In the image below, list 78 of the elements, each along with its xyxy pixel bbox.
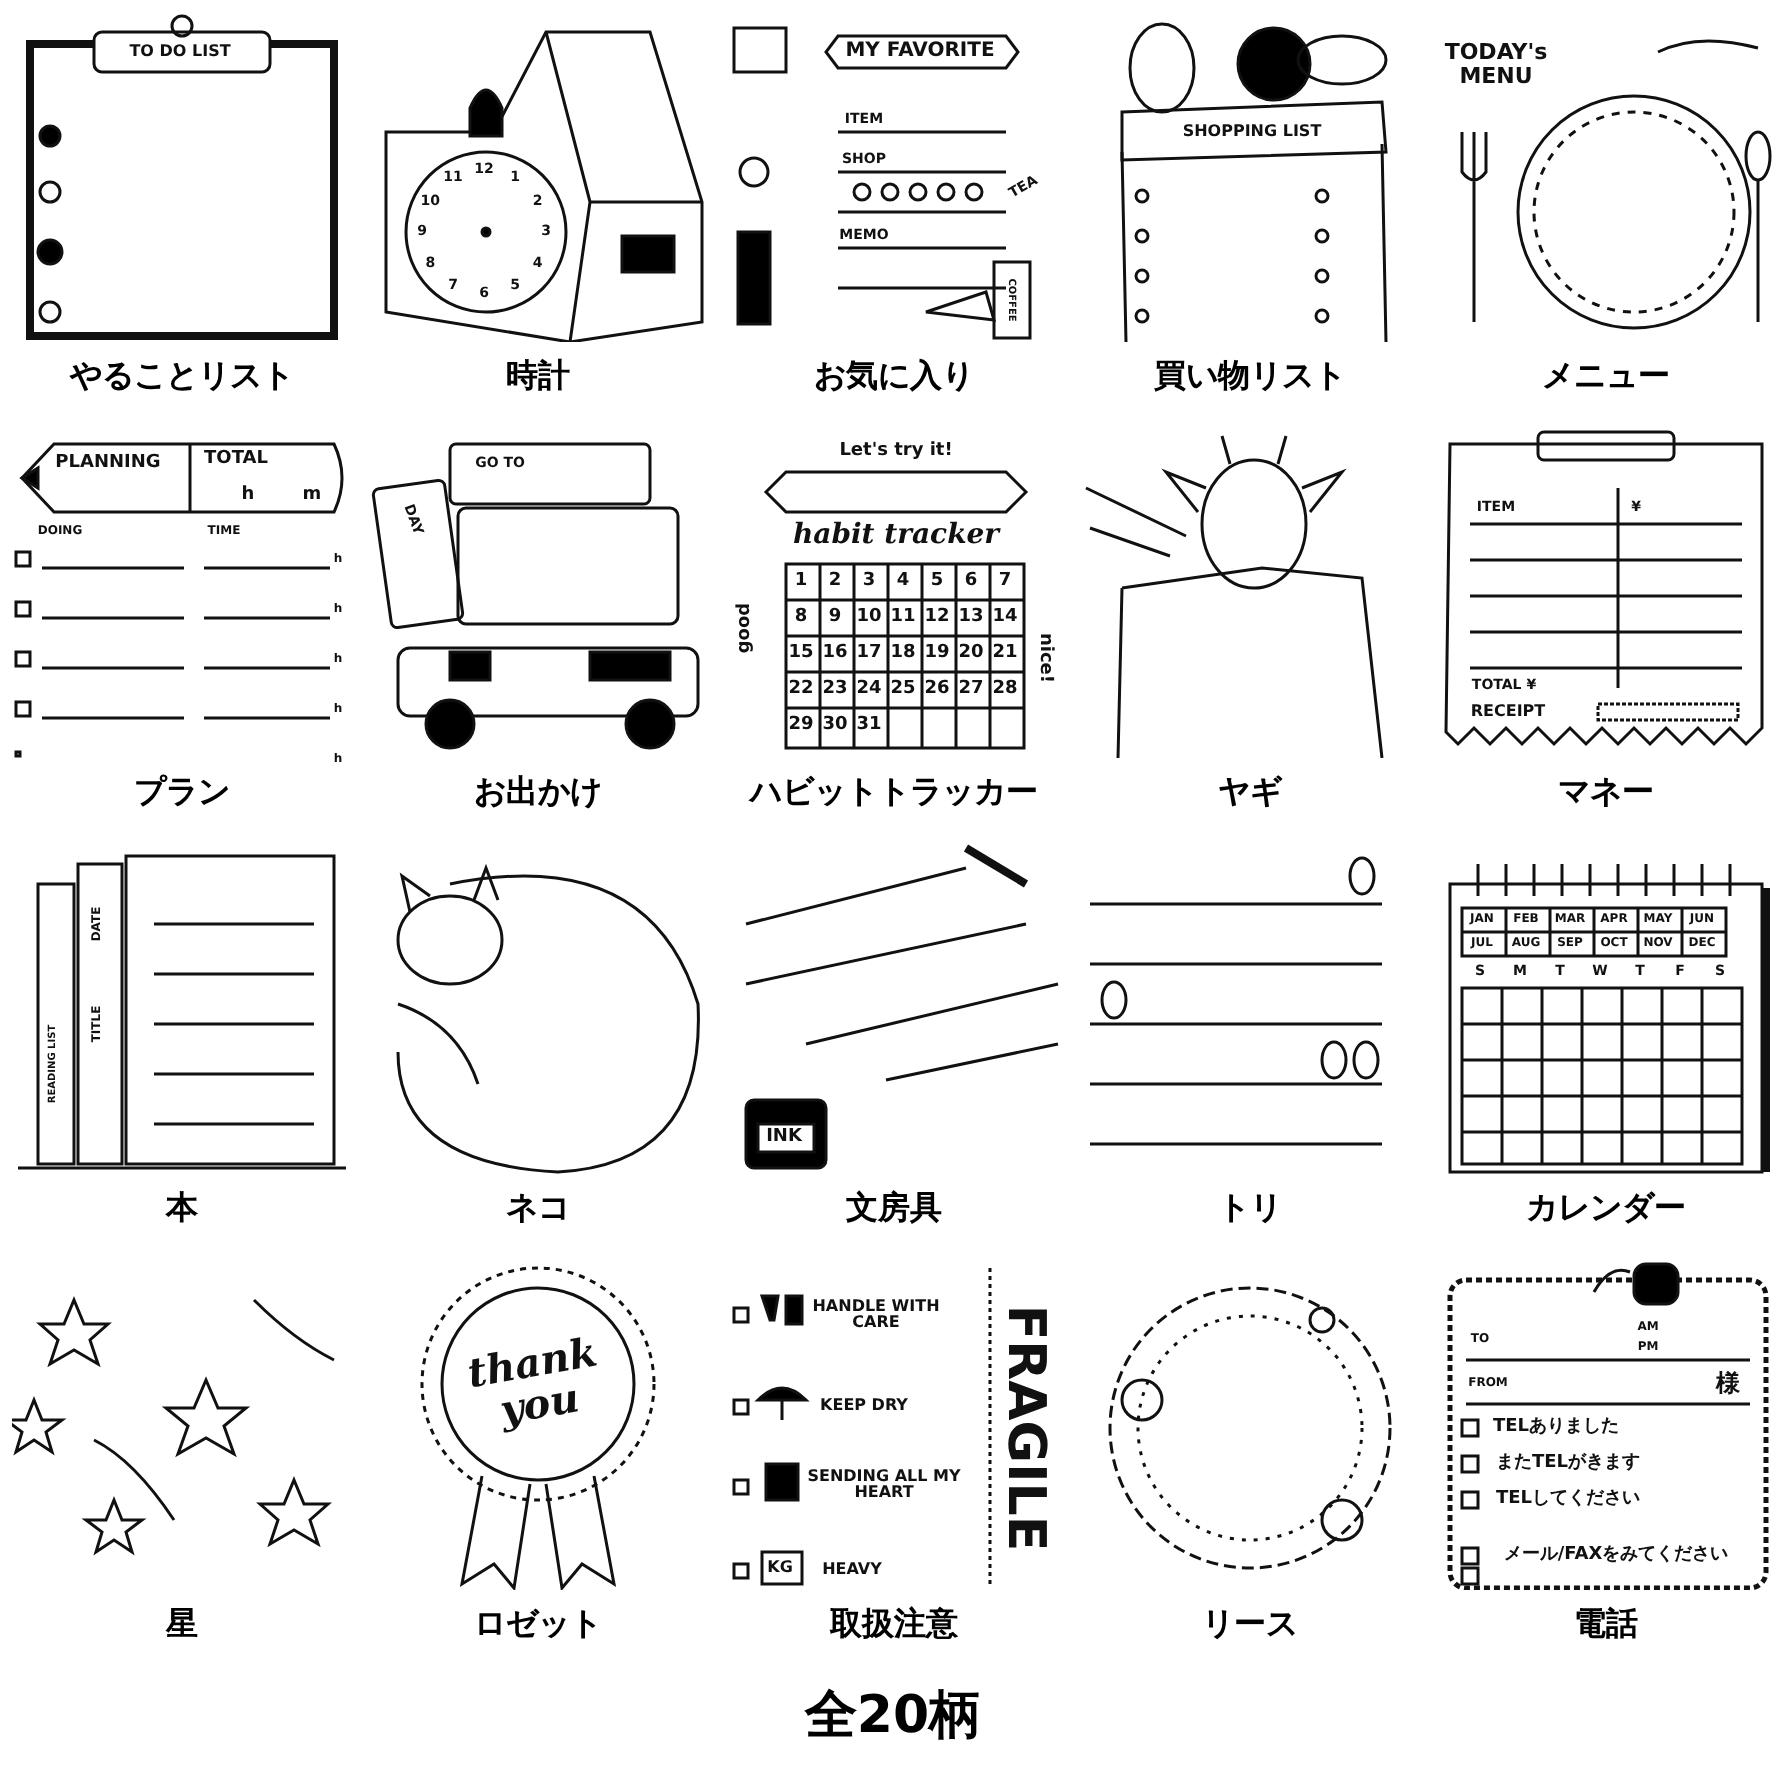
calendar-date: 6 [964, 572, 978, 592]
calendar-date: 1 [794, 572, 808, 592]
tracker-title: habit tracker [792, 521, 1000, 551]
banner-text: MY FAVORITE [845, 41, 995, 63]
stamp-caption: プラン [132, 772, 232, 814]
stamp-caption: ヤギ [1216, 772, 1284, 814]
memo-label: TELありました [1492, 1418, 1620, 1438]
stamp-caption: お気に入り [812, 356, 976, 398]
stamp-caption: 電話 [1572, 1604, 1640, 1646]
care-label: HEAVY [822, 1561, 882, 1579]
calendar-date: 26 [924, 680, 950, 700]
care-label: KEEP DRY [820, 1397, 908, 1415]
rosette-text: thank you [461, 1328, 603, 1439]
calendar-date: 28 [992, 680, 1018, 700]
stamp-caption: 取扱注意 [827, 1604, 960, 1646]
tracker-text: Let's try it! [839, 442, 953, 462]
stamp-caption: お出かけ [472, 772, 604, 814]
bottle-label: INK [766, 1128, 802, 1148]
calendar-date: 16 [822, 644, 848, 664]
calendar-date: 18 [890, 644, 916, 664]
form-label: h [241, 486, 255, 506]
stamp-caption: 文房具 [844, 1188, 944, 1230]
tracker-text: nice! [1034, 632, 1054, 684]
calendar-date: 20 [958, 644, 984, 664]
calendar-date: 11 [890, 608, 916, 628]
calendar-date: 15 [788, 644, 814, 664]
stamp-caption: 買い物リスト [1152, 356, 1348, 398]
calendar-date: 27 [958, 680, 984, 700]
menu-title: TODAY's MENU [1442, 40, 1550, 88]
set-count-title: 全20柄 [802, 1684, 984, 1750]
calendar-date: 30 [822, 716, 848, 736]
calendar-date: 9 [828, 608, 842, 628]
stamp-caption: ネコ [504, 1188, 572, 1230]
memo-label: TELしてください [1495, 1490, 1641, 1510]
weight-label: KG [767, 1559, 793, 1577]
memo-label: 様 [1716, 1371, 1740, 1397]
calendar-date: 3 [862, 572, 876, 592]
bag-label: SHOPPING LIST [1182, 123, 1322, 141]
stamp-caption: 本 [163, 1188, 200, 1230]
calendar-date: 17 [856, 644, 882, 664]
care-label: SENDING ALL MY HEART [805, 1469, 963, 1503]
stamp-caption: 星 [163, 1604, 200, 1646]
form-label: PLANNING [55, 454, 161, 474]
stamp-caption: トリ [1216, 1188, 1284, 1230]
calendar-date: 21 [992, 644, 1018, 664]
calendar-date: 19 [924, 644, 950, 664]
list-title: TO DO LIST [129, 43, 231, 61]
stamp-caption: ロゼット [472, 1604, 604, 1646]
stamp-caption: やることリスト [67, 356, 296, 398]
stamp-caption: メニュー [1540, 356, 1672, 398]
calendar-date: 23 [822, 680, 848, 700]
stamp-caption: 時計 [504, 356, 572, 398]
calendar-date: 2 [828, 572, 842, 592]
calendar-date: 25 [890, 680, 916, 700]
calendar-date: 29 [788, 716, 814, 736]
stamp-caption: ハビットトラッカー [746, 772, 1040, 814]
calendar-date: 12 [924, 608, 950, 628]
care-label: HANDLE WITH CARE [810, 1299, 942, 1333]
calendar-date: 7 [998, 572, 1012, 592]
memo-label: メール/FAXをみてください [1503, 1546, 1729, 1566]
calendar-date: 4 [896, 572, 910, 592]
calendar-date: 22 [788, 680, 814, 700]
calendar-date: 5 [930, 572, 944, 592]
calendar-date: 14 [992, 608, 1018, 628]
calendar-date: 10 [856, 608, 882, 628]
stamp-caption: リース [1200, 1604, 1300, 1646]
calendar-date: 31 [856, 716, 882, 736]
calendar-date: 13 [958, 608, 984, 628]
form-label: TOTAL [204, 450, 268, 470]
calendar-date: 8 [794, 608, 808, 628]
fragile-text: FRAGILE [996, 1304, 1052, 1552]
calendar-date: 24 [856, 680, 882, 700]
memo-label: またTELがきます [1495, 1454, 1641, 1474]
tracker-text: good [736, 602, 756, 654]
stamp-caption: カレンダー [1524, 1188, 1688, 1230]
stamp-caption: マネー [1556, 772, 1656, 814]
receipt-label: RECEIPT [1470, 703, 1546, 721]
form-label: m [302, 486, 322, 506]
